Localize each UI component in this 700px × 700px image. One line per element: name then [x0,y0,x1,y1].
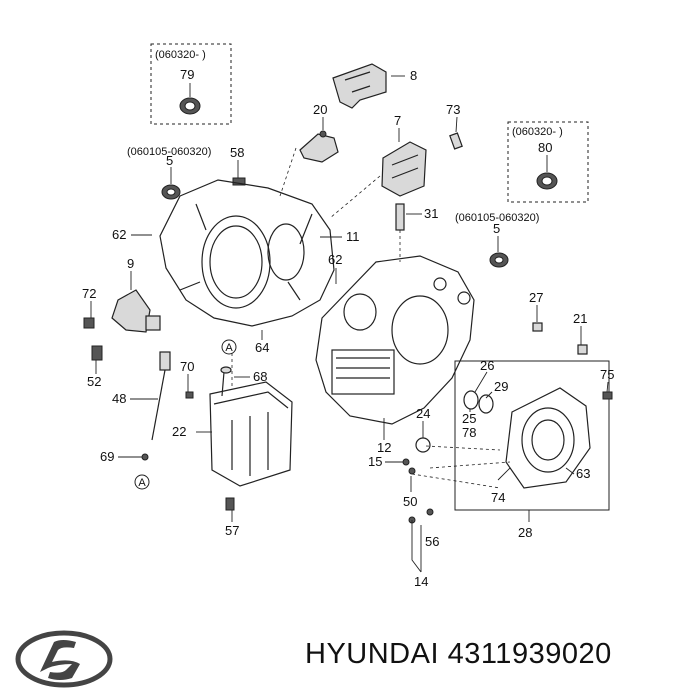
leader-lines [90,75,609,573]
label-31: 31 [424,206,438,221]
label-50: 50 [403,494,417,509]
label-69: 69 [100,449,114,464]
label-5-right: 5 [493,221,500,236]
bracket-20 [299,130,339,163]
label-70: 70 [180,359,194,374]
label-58: 58 [230,145,244,160]
label-64: 64 [255,340,269,355]
label-48: 48 [112,391,126,406]
label-57: 57 [225,523,239,538]
label-9: 9 [127,256,134,271]
label-56: 56 [425,534,439,549]
bolt-57 [225,497,235,511]
label-78: 78 [462,425,476,440]
label-7: 7 [394,113,401,128]
marker-a-top: A [221,339,237,355]
plug-69 [141,453,149,461]
seal-5-right [489,252,509,268]
label-12: 12 [377,440,391,455]
label-27: 27 [529,290,543,305]
label-73: 73 [446,102,460,117]
label-20: 20 [313,102,327,117]
label-22: 22 [172,424,186,439]
group-box-28 [454,360,610,511]
label-62-right: 62 [328,252,342,267]
label-25: 25 [462,411,476,426]
seal-80 [536,172,558,190]
bolt-75 [602,391,613,400]
bolt-52 [91,345,103,361]
label-15: 15 [368,454,382,469]
plug-50 [408,467,416,475]
label-79: 79 [180,67,194,82]
label-29: 29 [494,379,508,394]
label-11: 11 [346,229,360,244]
label-5-left: 5 [166,153,173,168]
label-68: 68 [253,369,267,384]
date-range-79: (060320- ) [155,49,206,61]
label-74: 74 [491,490,505,505]
filler-tube-68 [220,366,232,397]
date-range-80: (060320- ) [512,126,563,138]
brand-name: HYUNDAI [305,638,440,670]
label-62-left: 62 [112,227,126,242]
stud-31 [395,203,405,231]
label-63: 63 [576,466,590,481]
plug-15 [402,458,410,466]
seal-79 [179,97,201,115]
converter-housing-11 [159,179,335,327]
svg-text:A: A [225,342,233,354]
date-range-5-right: (060105-060320) [455,212,539,224]
bracket-9 [111,289,161,333]
label-21: 21 [573,311,587,326]
o-ring-24 [415,437,431,453]
o-rings-25-78 [463,390,494,414]
side-cover-63 [505,387,591,489]
label-75: 75 [600,367,614,382]
hyundai-logo [15,630,113,688]
date-range-5-left: (060105-060320) [127,146,211,158]
label-52: 52 [87,374,101,389]
bolt-58 [232,177,246,186]
label-14: 14 [414,574,428,589]
bolt-73 [449,132,463,150]
inset-box-80 [507,121,589,203]
svg-text:A: A [138,477,146,489]
label-28: 28 [518,525,532,540]
bracket-7 [381,141,427,197]
part-number: 4311939020 [447,638,612,670]
bolt-70 [185,391,194,399]
label-24: 24 [416,406,430,421]
label-72: 72 [82,286,96,301]
label-26: 26 [480,358,494,373]
part-number-caption: HYUNDAI 4311939020 [305,638,612,671]
inset-box-79 [150,43,232,125]
plug-21 [577,344,588,355]
marker-a-bottom: A [134,474,150,490]
plug-27 [532,322,543,332]
label-8: 8 [410,68,417,83]
part-labels: 79 8 20 73 7 80 58 5 31 5 11 62 62 9 72 … [82,67,614,589]
dipstick-48 [151,351,171,441]
assembly-guide-lines [231,147,511,489]
seal-5-left [161,184,181,200]
oil-pan-22 [209,381,293,487]
transaxle-case-12 [315,255,475,425]
plug-56 [408,508,434,524]
bolt-72 [83,317,95,329]
label-80: 80 [538,140,552,155]
bracket-8 [332,63,387,109]
